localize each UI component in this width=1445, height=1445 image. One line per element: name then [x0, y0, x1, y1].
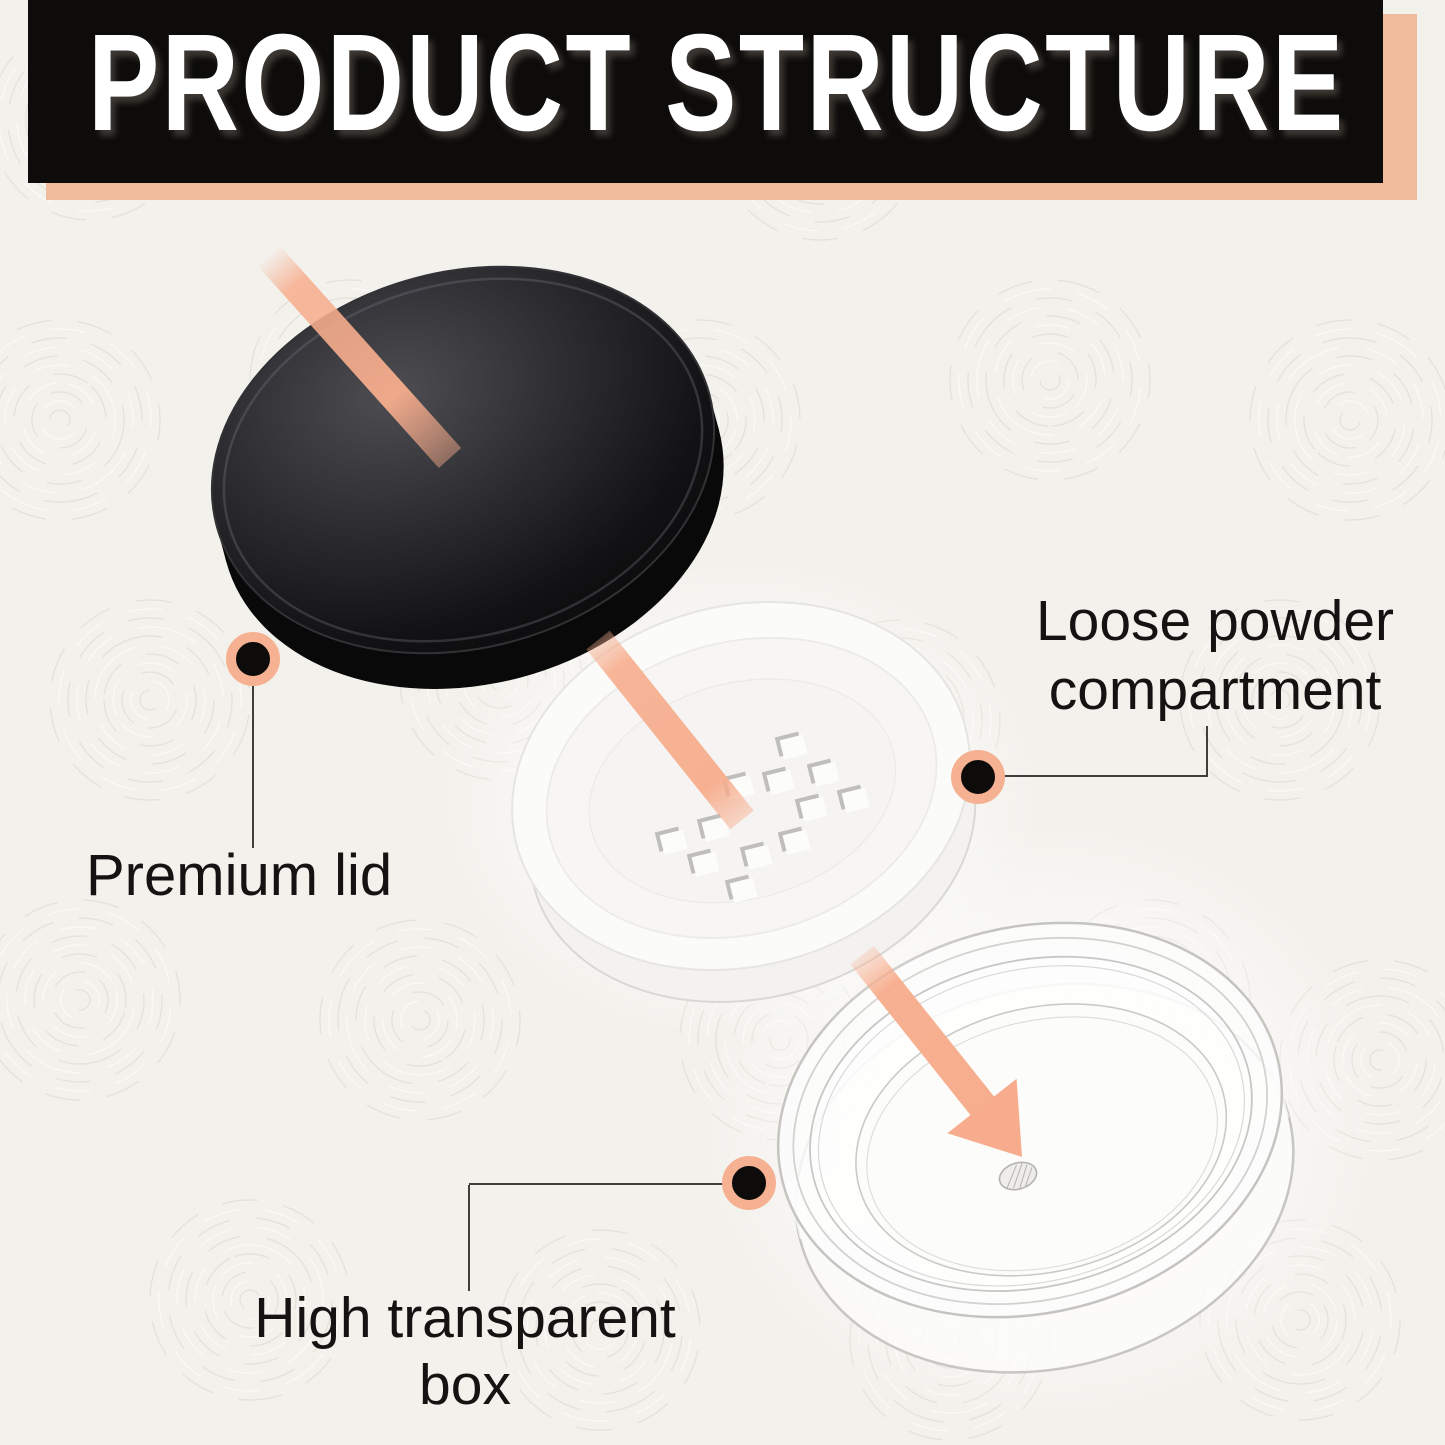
- page-title: PRODUCT STRUCTURE: [88, 6, 1346, 160]
- powder-callout-dot: [951, 750, 1005, 804]
- box-label: High transparent box: [254, 1286, 676, 1417]
- lid-callout-line: [252, 686, 254, 848]
- title-banner: PRODUCT STRUCTURE: [28, 0, 1383, 183]
- box-callout-line-horizontal: [469, 1183, 723, 1185]
- powder-callout-line-vertical: [1206, 726, 1208, 777]
- lid-label: Premium lid: [86, 843, 393, 908]
- box-callout-line-vertical: [468, 1185, 470, 1291]
- powder-label: Loose powder compartment: [1035, 589, 1395, 722]
- lid-callout-dot: [226, 632, 280, 686]
- powder-callout-line-horizontal: [1004, 775, 1208, 777]
- box-callout-dot: [722, 1156, 776, 1210]
